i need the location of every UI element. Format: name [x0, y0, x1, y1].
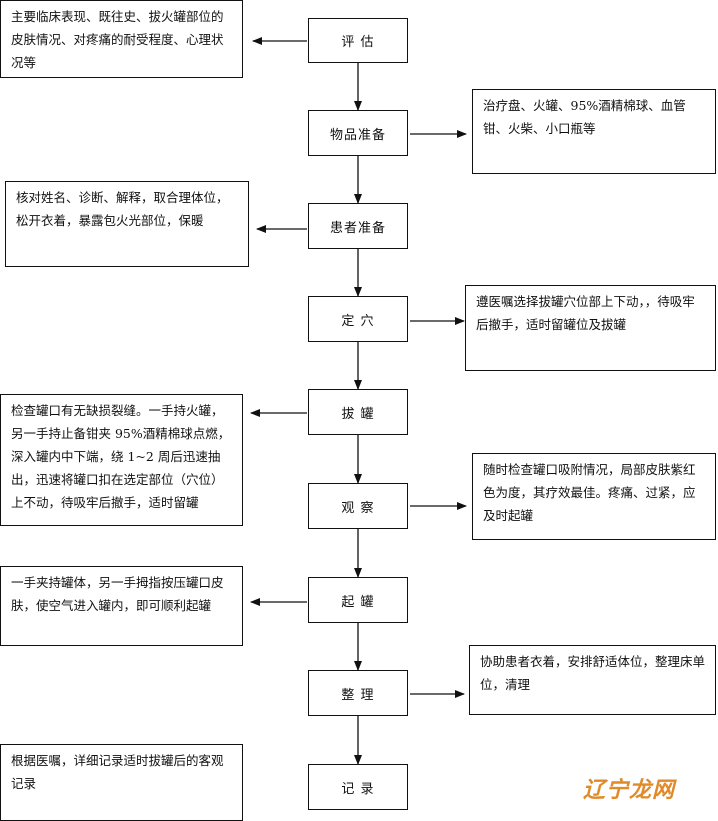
step-cupping: 拔 罐	[308, 389, 408, 435]
note-observe: 随时检查罐口吸附情况，局部皮肤紫红色为度，其疗效最佳。疼痛、过紧，应及时起罐	[472, 453, 716, 540]
step-locate-point: 定 穴	[308, 296, 408, 342]
step-observe: 观 察	[308, 483, 408, 529]
note-record: 根据医嘱，详细记录适时拔罐后的客观记录	[0, 744, 243, 821]
note-remove-cup: 一手夹持罐体，另一手拇指按压罐口皮肤，使空气进入罐内，即可顺利起罐	[0, 566, 243, 646]
note-locate-point: 遵医嘱选择拔罐穴位部上下动，，待吸牢后撤手，适时留罐位及拔罐	[465, 285, 716, 371]
note-tidy-up: 协助患者衣着，安排舒适体位，整理床单位，清理	[469, 645, 716, 715]
watermark-logo: 辽宁龙网	[583, 778, 676, 803]
note-prepare-items: 治疗盘、火罐、95%酒精棉球、血管钳、火柴、小口瓶等	[472, 89, 716, 174]
step-record: 记 录	[308, 764, 408, 810]
step-remove-cup: 起 罐	[308, 577, 408, 623]
step-prepare-items: 物品准备	[308, 110, 408, 156]
step-assess: 评 估	[308, 18, 408, 63]
note-prepare-patient: 核对姓名、诊断、解释，取合理体位，松开衣着，暴露包火光部位，保暖	[5, 181, 249, 267]
step-tidy-up: 整 理	[308, 670, 408, 716]
note-assess: 主要临床表现、既往史、拔火罐部位的皮肤情况、对疼痛的耐受程度、心理状况等	[0, 0, 243, 78]
note-cupping: 检查罐口有无缺损裂缝。一手持火罐，另一手持止备钳夹 95%酒精棉球点燃，深入罐内…	[0, 394, 243, 526]
step-prepare-patient: 患者准备	[308, 203, 408, 249]
